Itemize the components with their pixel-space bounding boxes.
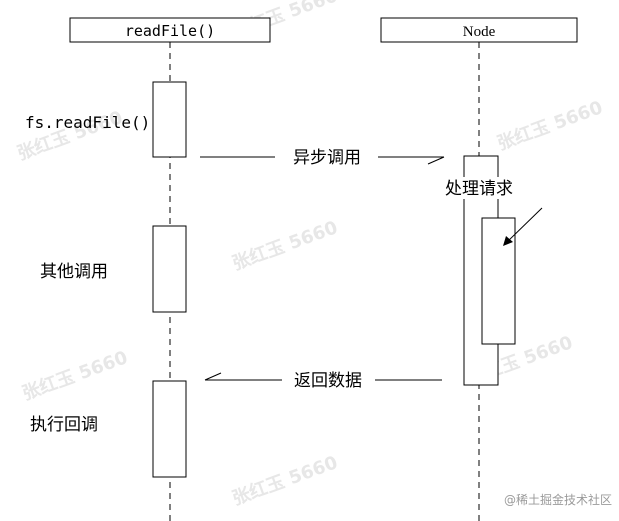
activation-box-execute-callback xyxy=(152,380,187,478)
activation-box-handle-request xyxy=(481,217,516,345)
message-label-async-call: 异步调用 xyxy=(293,148,361,168)
label-handle-request: 处理请求 xyxy=(445,179,513,199)
participant-label-readfile: readFile() xyxy=(125,22,215,40)
watermark: 张红玉 5660 xyxy=(494,96,605,154)
arrowhead-icon xyxy=(427,156,445,165)
participant-label-node: Node xyxy=(463,24,496,40)
watermark-layer: 张红玉 5660 张红玉 5660 张红玉 5660 张红玉 5660 张红玉 … xyxy=(14,0,605,510)
arrowhead-icon xyxy=(503,236,513,246)
watermark: 张红玉 5660 xyxy=(229,451,340,509)
activation-box-fs-readfile xyxy=(152,81,187,158)
credit-text: @稀土掘金技术社区 xyxy=(504,492,612,507)
self-call-arrow xyxy=(503,207,543,246)
message-label-return-data: 返回数据 xyxy=(294,371,362,391)
label-fs-readfile: fs.readFile() xyxy=(25,113,150,132)
label-other-calls: 其他调用 xyxy=(40,262,108,282)
activation-box-other-calls xyxy=(152,225,187,313)
watermark: 张红玉 5660 xyxy=(19,346,130,404)
participant-box-readfile xyxy=(69,17,271,43)
label-execute-callback: 执行回调 xyxy=(30,415,98,435)
watermark: 张红玉 5660 xyxy=(229,216,340,274)
arrowhead-icon xyxy=(204,372,222,381)
label-mask xyxy=(434,177,524,199)
